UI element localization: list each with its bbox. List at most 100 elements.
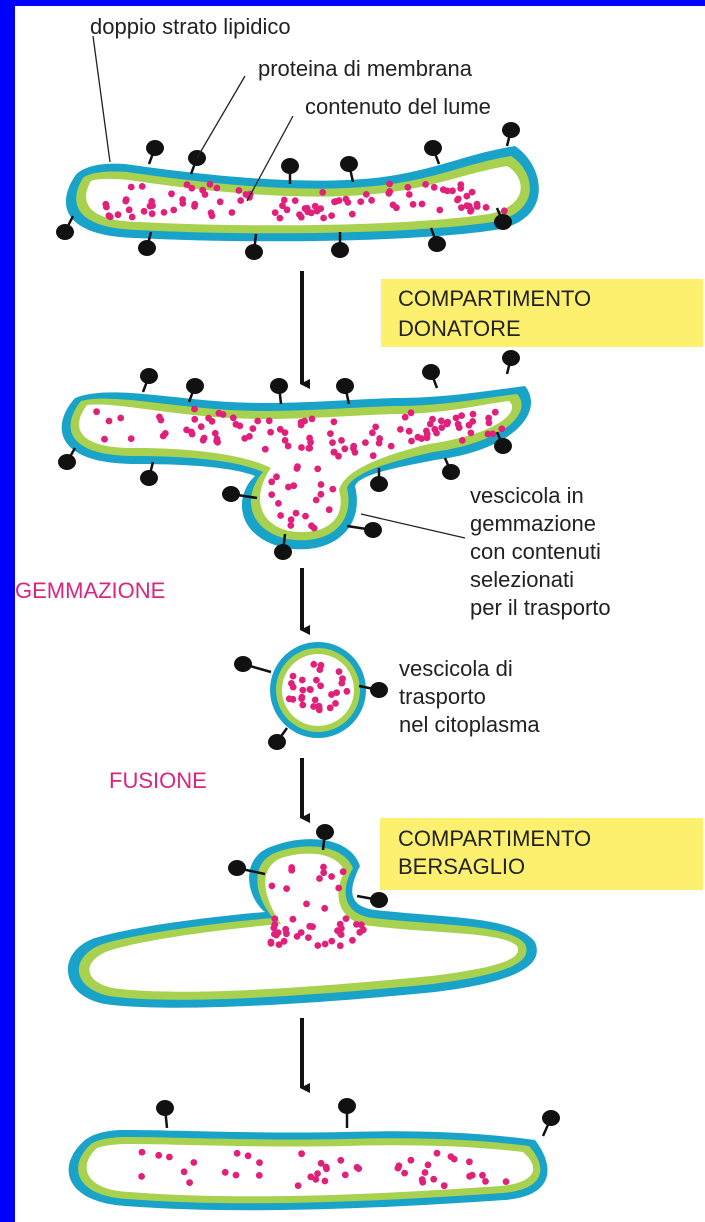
lumen-dot xyxy=(296,211,303,218)
lumen-dot xyxy=(427,421,434,428)
lumen-dot xyxy=(141,208,148,215)
lumen-dot xyxy=(216,410,223,417)
leader-line-protein xyxy=(197,76,245,158)
label-transport-line1: vescicola di xyxy=(399,656,513,681)
lumen-dot xyxy=(336,668,343,675)
lumen-dot xyxy=(312,697,319,704)
lumen-dot xyxy=(117,415,124,422)
lumen-dot xyxy=(298,1150,305,1157)
lumen-dot xyxy=(305,934,312,941)
lumen-dot xyxy=(230,414,237,421)
lumen-dot xyxy=(282,926,289,933)
lumen-dot xyxy=(370,452,377,459)
lumen-dot xyxy=(337,1157,344,1164)
lumen-dot xyxy=(299,702,306,709)
lumen-dot xyxy=(469,418,476,425)
lumen-dot xyxy=(419,1176,426,1183)
lumen-dot xyxy=(328,212,335,219)
membrane-protein xyxy=(270,378,288,404)
lumen-dot xyxy=(353,921,360,928)
membrane-protein xyxy=(146,140,164,164)
lumen-dot xyxy=(440,186,447,193)
lumen-dot xyxy=(406,428,413,435)
membrane-protein xyxy=(422,364,440,388)
label-budding-vesicle: vescicola in gemmazione con contenuti se… xyxy=(470,483,611,620)
lumen-dot xyxy=(356,929,363,936)
lumen-dot xyxy=(306,923,313,930)
lumen-dot xyxy=(390,202,397,209)
lumen-dot xyxy=(298,444,305,451)
lumen-dot xyxy=(408,1157,415,1164)
lumen-dot xyxy=(103,204,110,211)
lumen-dot xyxy=(320,215,327,222)
lumen-dot xyxy=(474,201,481,208)
diagram-canvas: doppio strato lipidico proteina di membr… xyxy=(15,6,705,1222)
lumen-dot xyxy=(318,1160,325,1167)
label-budding-line5: per il trasporto xyxy=(470,595,611,620)
lumen-dot xyxy=(277,426,284,433)
lumen-dot xyxy=(149,210,156,217)
lumen-dot xyxy=(290,673,297,680)
lumen-dot xyxy=(444,421,451,428)
lumen-dot xyxy=(191,406,198,413)
lumen-dot xyxy=(331,198,338,205)
lumen-dot xyxy=(303,901,310,908)
lumen-dot xyxy=(237,197,244,204)
lumen-dot xyxy=(115,211,122,218)
membrane-protein xyxy=(140,462,158,486)
lumen-dot xyxy=(245,1152,252,1159)
lumen-dot xyxy=(294,933,301,940)
lumen-dot xyxy=(138,1173,145,1180)
lumen-dot xyxy=(467,208,474,215)
lumen-dot xyxy=(282,437,289,444)
lumen-dot xyxy=(406,191,413,198)
lumen-dot xyxy=(337,942,344,949)
membrane-protein xyxy=(186,378,204,402)
lumen-dot xyxy=(318,481,325,488)
lumen-dot xyxy=(333,689,340,696)
lumen-dot xyxy=(385,190,392,197)
lumen-dot xyxy=(212,430,219,437)
lumen-dot xyxy=(368,197,375,204)
lumen-dot xyxy=(222,1169,229,1176)
membrane-proteins xyxy=(156,1098,560,1136)
lumen-dot xyxy=(308,522,315,529)
lumen-dot xyxy=(267,429,274,436)
lumen-dot xyxy=(268,491,275,498)
lumen-dot xyxy=(288,516,295,523)
lumen-dot xyxy=(293,510,300,517)
lumen-dot xyxy=(492,409,499,416)
lumen-dot xyxy=(340,868,347,875)
lumen-dot xyxy=(479,1172,486,1179)
lumen-dot xyxy=(272,209,279,216)
membrane-protein xyxy=(542,1110,560,1136)
lumen-dot xyxy=(268,940,275,947)
lumen-dot xyxy=(307,439,314,446)
lumen-dot xyxy=(331,418,338,425)
lumen-dot xyxy=(321,905,328,912)
lumen-dot xyxy=(408,409,415,416)
lumen-dot xyxy=(200,437,207,444)
lumen-dot xyxy=(273,473,280,480)
lumen-dot xyxy=(458,412,465,419)
lumen-dot xyxy=(410,201,417,208)
lumen-dot xyxy=(457,185,464,192)
lumen-dot xyxy=(262,446,269,453)
target-box-line1: COMPARTIMENTO xyxy=(398,826,591,851)
membrane-protein xyxy=(140,368,158,392)
lumen-dot xyxy=(307,686,314,693)
lumen-dot xyxy=(149,202,156,209)
lumen-dot xyxy=(186,1179,193,1186)
lumen-dot xyxy=(422,181,429,188)
membrane-protein xyxy=(338,1098,356,1128)
lumen-dot xyxy=(106,212,113,219)
lumen-dot xyxy=(277,512,284,519)
lumen-dot xyxy=(459,437,466,444)
lumen-dot xyxy=(156,414,163,421)
lumen-dot xyxy=(312,1176,319,1183)
lumen-dot xyxy=(482,1178,489,1185)
lumen-dot xyxy=(269,883,276,890)
lumen-dot xyxy=(363,191,370,198)
lumen-dot xyxy=(402,414,409,421)
lumen-dot xyxy=(207,181,214,188)
